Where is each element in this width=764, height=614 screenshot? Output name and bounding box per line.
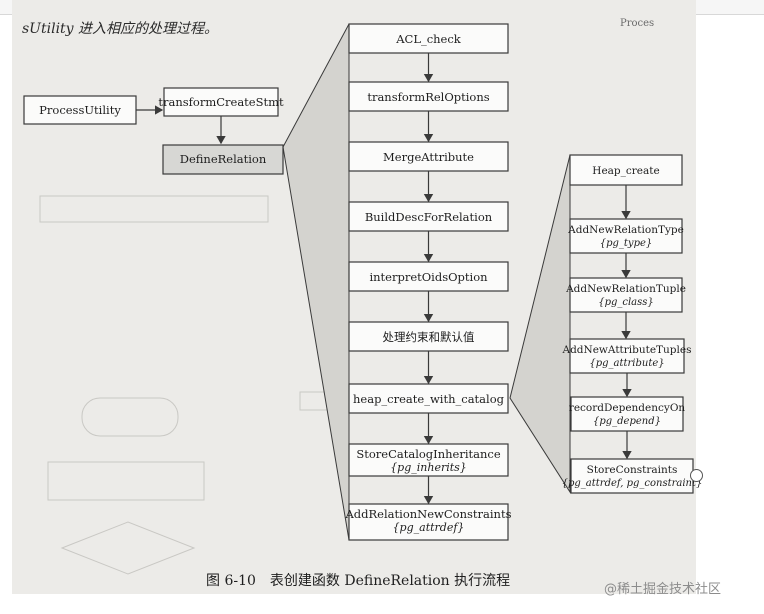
step-label: StoreCatalogInheritance xyxy=(356,447,500,461)
step-label: heap_create_with_catalog xyxy=(353,392,505,406)
step-node: heap_create_with_catalog xyxy=(348,383,509,414)
step-box xyxy=(348,261,509,292)
step-box xyxy=(348,383,509,414)
heap-step-box xyxy=(570,396,684,432)
step-box xyxy=(348,201,509,232)
heap-step-box xyxy=(569,338,685,374)
heap-step-label: Heap_create xyxy=(592,165,659,177)
step-node: MergeAttribute xyxy=(348,141,509,172)
process-utility-label: ProcessUtility xyxy=(39,103,121,117)
step-label: 处理约束和默认值 xyxy=(383,330,475,344)
step-node: StoreCatalogInheritance{pg_inherits} xyxy=(348,443,509,477)
step-label: ACL_check xyxy=(395,32,462,46)
step-label: BuildDescForRelation xyxy=(365,210,493,224)
heap-step-label: AddNewAttributeTuples xyxy=(562,344,692,356)
figure-caption: 图 6-10 表创建函数 DefineRelation 执行流程 xyxy=(206,573,511,589)
heap-step-label: AddNewRelationType xyxy=(567,224,684,236)
heap-step-label: AddNewRelationTuple xyxy=(565,283,686,295)
step-label: transformRelOptions xyxy=(367,90,489,104)
step-box xyxy=(348,503,509,541)
heap-step-box xyxy=(569,277,683,313)
step-node: transformRelOptions xyxy=(348,81,509,112)
transform-create-stmt-label: transformCreateStmt xyxy=(158,95,284,109)
heap-step-sub-label: {pg_type} xyxy=(600,238,653,249)
heap-step-label: recordDependencyOn xyxy=(569,402,686,414)
heap-step-sub-label: {pg_class} xyxy=(598,297,654,308)
transform-create-stmt-node: transformCreateStmt xyxy=(158,87,284,117)
step-box xyxy=(348,81,509,112)
step-node: 处理约束和默认值 xyxy=(348,321,509,352)
heap-step-node: Heap_create xyxy=(569,154,683,186)
define-relation-label: DefineRelation xyxy=(180,152,267,166)
heap-step-node: AddNewRelationType {pg_type} xyxy=(567,218,684,254)
heap-step-node: AddNewAttributeTuples {pg_attribute} xyxy=(562,338,692,374)
step-label: interpretOidsOption xyxy=(369,270,488,284)
heap-create-steps: Heap_createAddNewRelationType{pg_type}Ad… xyxy=(562,154,703,494)
step-node: ACL_check xyxy=(348,23,509,54)
heap-step-node: recordDependencyOn {pg_depend} xyxy=(569,396,686,432)
heap-step-sub-label: {pg_depend} xyxy=(593,416,661,427)
step-box xyxy=(348,23,509,54)
heap-step-node: StoreConstraints {pg_attrdef, pg_constrai… xyxy=(562,458,703,494)
define-relation-steps: ACL_check transformRelOptionsMergeAttribu… xyxy=(345,23,512,541)
step-box xyxy=(348,141,509,172)
step-sub-label: {pg_attrdef} xyxy=(393,521,465,534)
step-label: AddRelationNewConstraints xyxy=(345,507,512,521)
heap-fan xyxy=(509,154,571,494)
step-node: interpretOidsOption xyxy=(348,261,509,292)
heap-step-box xyxy=(569,218,683,254)
step-node: AddRelationNewConstraints{pg_attrdef} xyxy=(345,503,512,541)
define-relation-node: DefineRelation xyxy=(162,144,284,175)
step-sub-label: {pg_inherits} xyxy=(390,461,467,474)
heap-step-sub-label: {pg_attribute} xyxy=(589,358,664,369)
watermark: @稀土掘金技术社区 xyxy=(604,582,722,597)
step-label: MergeAttribute xyxy=(383,150,474,164)
step-box xyxy=(348,321,509,352)
heap-step-label: StoreConstraints xyxy=(587,464,678,476)
resize-handle[interactable] xyxy=(690,469,703,482)
header-text: sUtility 进入相应的处理过程。 xyxy=(22,21,219,37)
define-fan xyxy=(282,23,350,541)
bleed-through-shapes xyxy=(39,195,341,575)
header-right-fragment: Proces xyxy=(620,18,655,29)
process-utility-node: ProcessUtility xyxy=(23,95,137,125)
step-node: BuildDescForRelation xyxy=(348,201,509,232)
heap-step-sub-label: {pg_attrdef, pg_constraint} xyxy=(562,478,703,489)
heap-step-node: AddNewRelationTuple {pg_class} xyxy=(565,277,686,313)
